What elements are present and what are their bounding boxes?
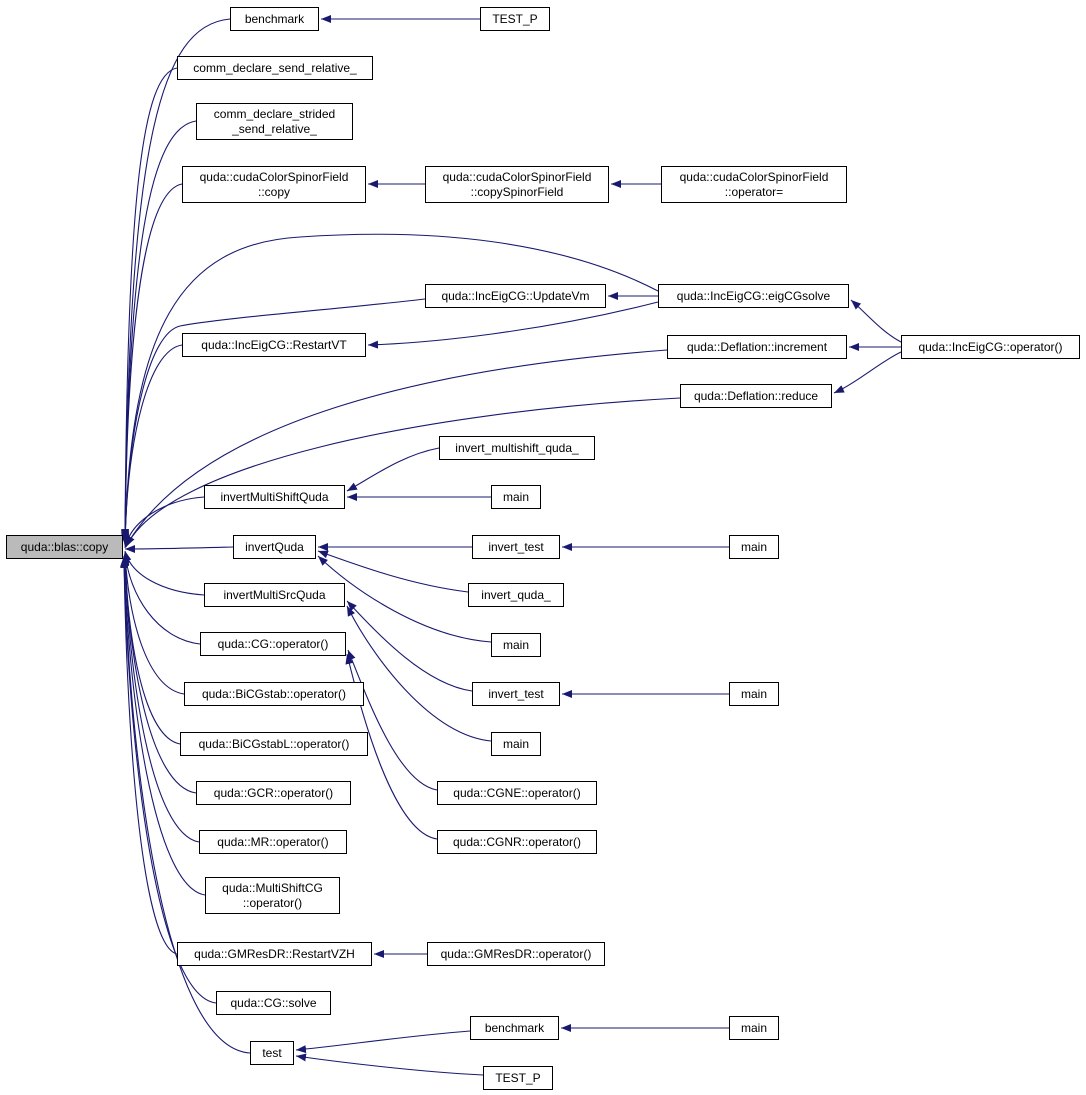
node-deflation-reduce[interactable]: quda::Deflation::reduce <box>680 384 832 408</box>
node-benchmark-bottom[interactable]: benchmark <box>470 1016 559 1040</box>
node-cudacolorspinorfield-copy[interactable]: quda::cudaColorSpinorField ::copy <box>182 166 366 203</box>
node-invert-test-2[interactable]: invert_test <box>472 682 560 706</box>
node-cudacolorspinorfield-copyspinorfield[interactable]: quda::cudaColorSpinorField ::copySpinorF… <box>425 166 609 203</box>
node-invert-multishift-quda[interactable]: invert_multishift_quda_ <box>439 436 595 460</box>
edge-gcr-to-copy <box>121 554 197 794</box>
edge-inceigcg-operator-to-eigcgsolve <box>850 299 902 343</box>
edge-ccsf-copy-to-copy <box>121 183 183 543</box>
node-cgnr-operator[interactable]: quda::CGNR::operator() <box>437 830 597 854</box>
edge-test-to-copy <box>120 557 251 1054</box>
edge-restartvt-to-copy <box>121 344 183 546</box>
edge-inceigcg-operator-to-reduce <box>833 351 902 394</box>
node-benchmark-top[interactable]: benchmark <box>230 7 319 31</box>
node-cudacolorspinorfield-operator-assign[interactable]: quda::cudaColorSpinorField ::operator= <box>661 166 847 203</box>
node-test-p-top[interactable]: TEST_P <box>480 7 550 31</box>
node-invert-test-1[interactable]: invert_test <box>472 535 560 559</box>
node-main-5[interactable]: main <box>491 732 541 756</box>
node-main-6[interactable]: main <box>729 1016 779 1040</box>
node-inceigcg-operator[interactable]: quda::IncEigCG::operator() <box>901 335 1080 359</box>
node-inceigcg-eigcgsolve[interactable]: quda::IncEigCG::eigCGsolve <box>658 284 849 308</box>
node-main-1[interactable]: main <box>491 485 541 509</box>
node-main-2[interactable]: main <box>729 535 779 559</box>
edge-increment-to-copy <box>125 349 668 547</box>
edge-multishiftcg-to-copy <box>120 555 206 896</box>
node-main-3[interactable]: main <box>491 633 541 657</box>
edge-testp-bottom-to-test <box>295 1053 484 1076</box>
node-invertmultisrcquda[interactable]: invertMultiSrcQuda <box>204 583 345 607</box>
node-invertquda[interactable]: invertQuda <box>233 535 316 559</box>
node-multishiftcg-operator[interactable]: quda::MultiShiftCG ::operator() <box>205 877 340 914</box>
node-inceigcg-updatevm[interactable]: quda::IncEigCG::UpdateVm <box>425 284 606 308</box>
edge-bicgstab-to-copy <box>121 552 185 695</box>
node-invert-quda[interactable]: invert_quda_ <box>468 583 564 607</box>
edge-invertquda-to-copy <box>124 544 234 553</box>
node-comm-declare-strided-send-relative[interactable]: comm_declare_strided _send_relative_ <box>196 103 353 140</box>
node-mr-operator[interactable]: quda::MR::operator() <box>199 830 347 854</box>
edge-invertmultisrcquda-to-copy <box>123 550 205 596</box>
node-main-4[interactable]: main <box>729 682 779 706</box>
edge-eigcgsolve-to-copy <box>121 233 659 544</box>
node-cg-operator[interactable]: quda::CG::operator() <box>200 632 346 656</box>
node-bicgstabl-operator[interactable]: quda::BiCGstabL::operator() <box>180 732 368 756</box>
edge-cgnr-to-cg-operator <box>345 653 438 840</box>
edge-benchmark-to-copy <box>121 18 231 540</box>
node-test[interactable]: test <box>250 1041 294 1065</box>
node-comm-declare-send-relative[interactable]: comm_declare_send_relative_ <box>177 56 373 80</box>
edge-main3-to-invertquda <box>317 555 492 643</box>
edge-invert-multishift-to-invertmultishiftquda <box>346 447 440 492</box>
node-cg-solve[interactable]: quda::CG::solve <box>216 991 331 1015</box>
node-cgne-operator[interactable]: quda::CGNE::operator() <box>437 781 597 805</box>
edge-cgne-to-cg-operator <box>347 649 438 791</box>
node-quda-blas-copy[interactable]: quda::blas::copy <box>6 535 123 559</box>
edge-updatevm-to-copy <box>121 298 426 545</box>
edge-invert-quda-to-invertquda <box>317 550 469 593</box>
node-bicgstab-operator[interactable]: quda::BiCGstab::operator() <box>184 682 364 706</box>
node-inceigcg-restartvt[interactable]: quda::IncEigCG::RestartVT <box>182 333 366 357</box>
edge-comm-declare-send-to-copy <box>121 67 178 541</box>
edge-main5-to-invertmultisrcquda <box>346 605 492 742</box>
edge-eigcgsolve-to-restartvt <box>367 301 659 349</box>
edge-restartvzh-to-copy <box>120 556 178 955</box>
node-deflation-increment[interactable]: quda::Deflation::increment <box>667 335 847 359</box>
node-invertmultishiftquda[interactable]: invertMultiShiftQuda <box>204 485 345 509</box>
edge-mr-to-copy <box>121 555 200 843</box>
edge-invert-test2-to-invertmultisrcquda <box>346 600 473 692</box>
node-gcr-operator[interactable]: quda::GCR::operator() <box>196 781 351 805</box>
node-test-p-bottom[interactable]: TEST_P <box>483 1066 553 1090</box>
edge-invertmultishiftquda-to-copy <box>123 496 205 549</box>
edge-reduce-to-copy <box>125 397 681 548</box>
node-gmresdr-restartvzh[interactable]: quda::GMResDR::RestartVZH <box>177 942 372 966</box>
node-gmresdr-operator[interactable]: quda::GMResDR::operator() <box>427 942 605 966</box>
edge-benchmark-bottom-to-test <box>295 1030 471 1054</box>
